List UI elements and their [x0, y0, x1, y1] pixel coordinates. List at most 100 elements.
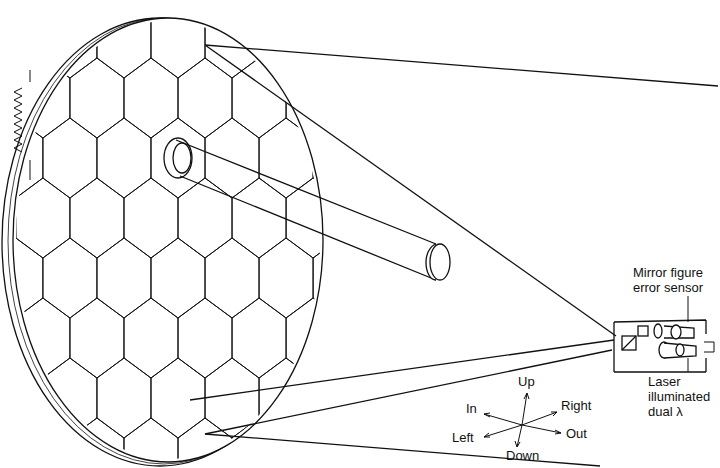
segment-outline [421, 238, 475, 318]
beam-line [205, 45, 616, 336]
segment-outline [16, 178, 70, 258]
segment-outline [313, 238, 367, 318]
beam-line [190, 340, 614, 400]
segment-outline [43, 238, 97, 318]
segment-outline [16, 0, 70, 18]
segment-outline [97, 238, 151, 318]
segment-outline [124, 298, 178, 378]
segment-outline [259, 118, 313, 198]
segment-outline [394, 418, 448, 468]
rim-detail [30, 70, 31, 180]
segment-outline [259, 358, 313, 438]
segment-outline [97, 358, 151, 438]
sensor-box [704, 342, 714, 352]
segment-outline [0, 298, 16, 378]
segment-outline [43, 0, 97, 78]
beam-line [205, 434, 600, 466]
segment-outline [124, 178, 178, 258]
segment-outline [286, 178, 340, 258]
callout-label: Laser illuminated dual λ [648, 374, 716, 419]
callout-label: Mirror figure error sensor [620, 265, 716, 295]
segment-outline [178, 58, 232, 138]
segment-outline [232, 298, 286, 378]
segment-outline [0, 178, 16, 258]
central-hole [164, 138, 192, 178]
segment-outline [286, 298, 340, 378]
segment-outline [43, 358, 97, 438]
laser [664, 343, 696, 358]
direction-label: Left [452, 430, 474, 445]
segment-outline [0, 418, 16, 468]
figure-sensor [664, 326, 694, 338]
segment-outline [340, 0, 394, 18]
segment-outline [178, 298, 232, 378]
segment-outline [151, 118, 205, 198]
figure-sensor [671, 325, 681, 339]
direction-label: Up [518, 374, 535, 389]
beam-line [176, 140, 436, 280]
segment-outline [16, 418, 70, 468]
segment-outline [367, 358, 421, 438]
secondary-mirror [430, 244, 450, 280]
segment-outline [286, 0, 340, 18]
segment-outline [0, 238, 43, 318]
segment-outline [205, 358, 259, 438]
segment-outline [0, 0, 16, 18]
direction-label: Down [506, 448, 539, 463]
segment-outline [0, 358, 43, 438]
segment-outline [0, 0, 43, 78]
segment-outline [124, 418, 178, 468]
direction-label: Right [561, 398, 591, 413]
beam-splitter [622, 336, 636, 350]
actuator-coil [14, 88, 22, 152]
sensor-box [614, 320, 706, 372]
segment-outline [97, 118, 151, 198]
segment-outline [70, 418, 124, 468]
segment-outline [70, 0, 124, 18]
segment-outline [394, 298, 448, 378]
segment-outline [16, 298, 70, 378]
segment-outline [313, 358, 367, 438]
segment-outline [232, 178, 286, 258]
optic [638, 326, 648, 336]
segment-outline [448, 58, 502, 138]
segment-outline [421, 358, 475, 438]
segment-outline [340, 58, 394, 138]
segment-outline [97, 0, 151, 78]
leader-line [688, 358, 689, 372]
segment-outline [367, 0, 421, 78]
segment-outline [124, 58, 178, 138]
segment-outline [367, 118, 421, 198]
segment-outline [259, 238, 313, 318]
segment-outline [70, 58, 124, 138]
segment-outline [448, 418, 502, 468]
segment-outline [259, 0, 313, 78]
segment-outline [367, 238, 421, 318]
beam-line [205, 350, 612, 434]
beam-splitter [622, 336, 636, 350]
segment-outline [205, 238, 259, 318]
optic [654, 324, 662, 338]
segment-outline [421, 118, 475, 198]
segment-outline [448, 178, 502, 258]
segment-outline [232, 0, 286, 18]
segment-outline [16, 58, 70, 138]
leader-line [688, 296, 689, 322]
segment-outline [313, 118, 367, 198]
segment-outline [151, 0, 205, 78]
segment-outline [394, 58, 448, 138]
direction-label: In [466, 401, 477, 416]
segment-outline [43, 118, 97, 198]
segment-outline [448, 0, 502, 18]
mirror-segments [0, 0, 502, 468]
segment-outline [151, 358, 205, 438]
segment-outline [286, 58, 340, 138]
segment-outline [340, 298, 394, 378]
segment-outline [340, 418, 394, 468]
central-hole [173, 143, 191, 173]
segment-outline [178, 418, 232, 468]
segment-outline [394, 0, 448, 18]
segment-outline [232, 418, 286, 468]
direction-label: Out [566, 426, 587, 441]
